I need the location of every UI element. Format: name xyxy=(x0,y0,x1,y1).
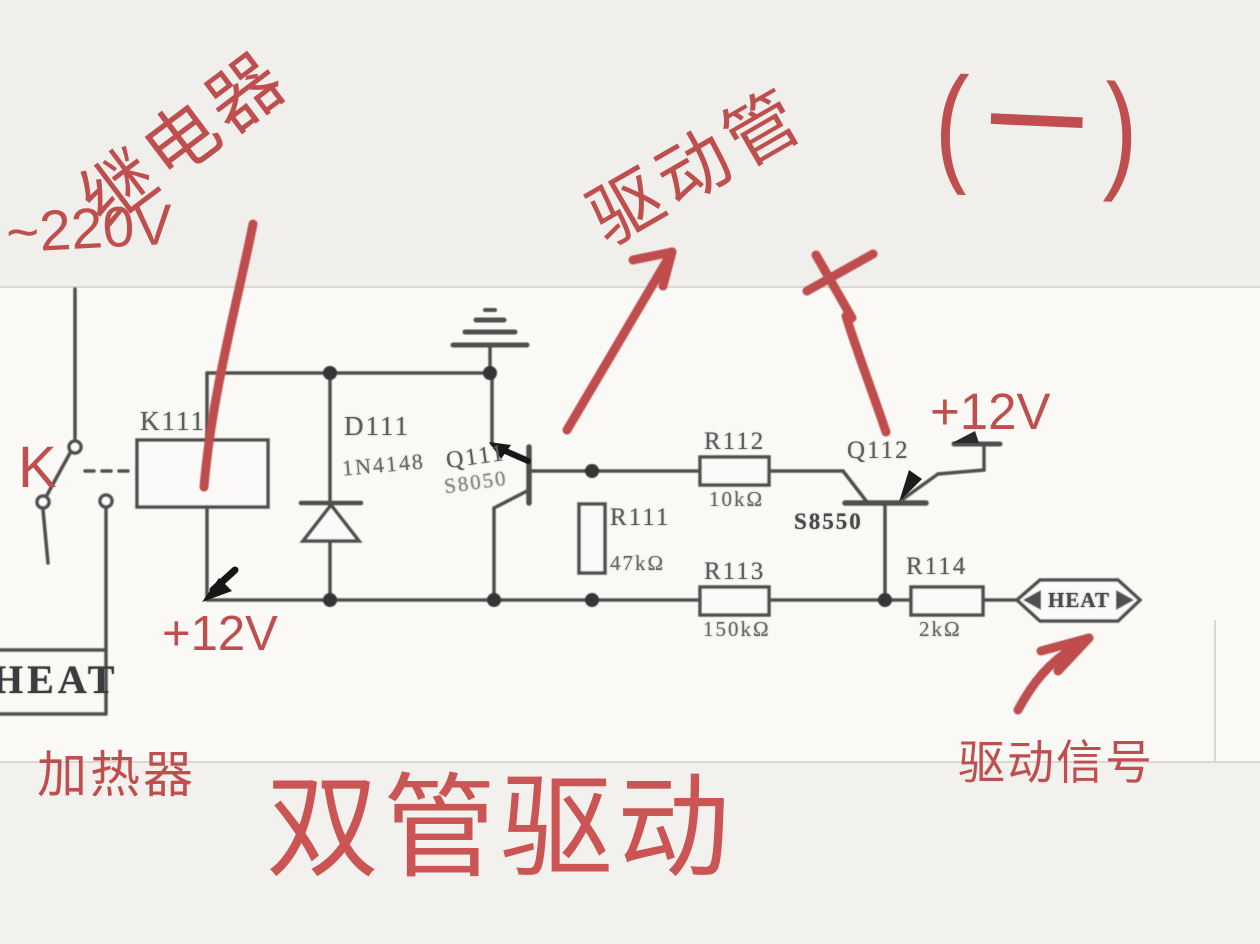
diode-triangle xyxy=(299,502,363,543)
signal-arrow-shaft xyxy=(1013,641,1081,715)
scan-bottom-edge xyxy=(0,761,1260,763)
r114-value-label: 2kΩ xyxy=(919,617,962,641)
resistor-r113 xyxy=(698,585,771,617)
driver-arrow-right-shaft xyxy=(841,311,891,437)
switch-left-stub xyxy=(41,508,50,565)
r113-value-label: 150kΩ xyxy=(703,617,771,641)
switch-right-contact xyxy=(98,493,114,509)
red-annotation-strokes xyxy=(199,219,1094,715)
supply-left-label: +12V xyxy=(162,607,278,661)
diode-ref-label: D111 xyxy=(344,411,410,441)
scan-bottom-band xyxy=(0,762,1260,944)
q112-ref-label: Q112 xyxy=(847,437,910,464)
heat-tag-left-arrow-icon xyxy=(1023,590,1041,610)
black-marks xyxy=(202,431,979,602)
resistor-r112 xyxy=(698,455,771,487)
junction-dots xyxy=(323,366,892,607)
drive-signal-annotation: 驱动信号 xyxy=(958,736,1154,789)
driver-arrow-left-barb1 xyxy=(628,247,677,265)
q111-emitter-arrow-shaft xyxy=(500,447,531,464)
resistor-r111 xyxy=(577,502,607,575)
scan-right-edge xyxy=(1214,620,1216,762)
heat-tag-outline xyxy=(1014,578,1143,623)
heater-annotation: 加热器 xyxy=(37,747,196,803)
signal-arrow-barb2 xyxy=(1053,633,1094,676)
q111-collector-diag xyxy=(492,488,531,510)
page-mark: (一) xyxy=(933,49,1158,206)
driver-arrow-left-shaft xyxy=(562,247,677,435)
scan-top-band xyxy=(0,0,1260,287)
switch-label: K xyxy=(18,435,57,500)
r113-ref-label: R113 xyxy=(704,558,766,585)
supply-arrow-head xyxy=(202,578,232,602)
switch-blade xyxy=(45,451,72,497)
q112-pnp-arrow-icon xyxy=(899,470,922,502)
switch-pivot-contact xyxy=(67,439,83,455)
q112-base-diag xyxy=(841,469,869,504)
q112-part-label: S8550 xyxy=(794,509,863,534)
relay-ref-label: K111 xyxy=(140,406,206,436)
q112-emitter-wire xyxy=(936,443,986,476)
supply-terminal-arrow-icon xyxy=(952,431,979,443)
supply-right-label: +12V xyxy=(930,383,1051,440)
scan-top-edge xyxy=(0,286,1260,288)
r111-value-label: 47kΩ xyxy=(610,551,666,575)
resistor-r114 xyxy=(909,585,985,617)
r112-value-label: 10kΩ xyxy=(709,487,765,511)
driver-arrow-right-barb2 xyxy=(811,250,857,323)
r111-ref-label: R111 xyxy=(610,504,671,531)
r112-ref-label: R112 xyxy=(704,428,766,455)
heater-box-label: HEAT xyxy=(0,657,119,702)
relay-pointer-stroke xyxy=(199,219,258,492)
r114-ref-label: R114 xyxy=(906,553,968,580)
switch-left-contact xyxy=(35,494,51,510)
driver-arrow-left-barb2 xyxy=(658,247,677,291)
caption-annotation: 双管驱动 xyxy=(266,765,734,891)
driver-arrow-right-barb1 xyxy=(802,249,878,296)
q111-emitter-arrow-head xyxy=(489,442,511,459)
heat-tag-label: HEAT xyxy=(1048,588,1110,612)
q112-emitter-diag xyxy=(901,472,940,501)
heat-tag-right-arrow-icon xyxy=(1116,590,1134,610)
